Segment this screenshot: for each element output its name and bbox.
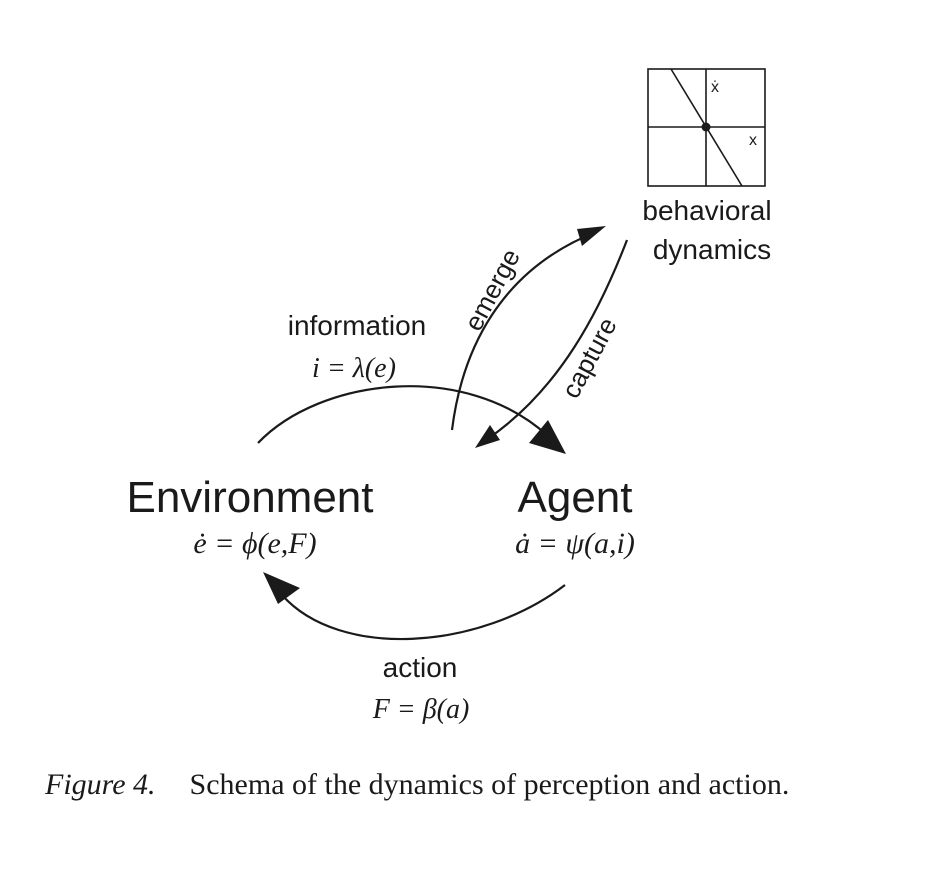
- figure-label: Figure 4.: [45, 768, 156, 801]
- fixed-point-dot: [701, 122, 711, 132]
- information-label: information: [288, 310, 427, 341]
- information-arrowhead: [529, 420, 566, 454]
- action-arrowhead: [263, 572, 300, 604]
- emerge-label: emerge: [458, 244, 526, 336]
- agent-label: Agent: [518, 473, 633, 522]
- phase-plot: ẋ x: [647, 68, 766, 187]
- agent-equation: ȧ = ψ(a,i): [515, 527, 635, 560]
- action-arrow: [281, 584, 566, 641]
- phase-plot-x-label: x: [749, 132, 757, 149]
- information-arrow: [257, 385, 549, 444]
- environment-label: Environment: [126, 473, 373, 522]
- figure-caption: Figure 4. Schema of the dynamics of perce…: [45, 768, 905, 808]
- capture-arrow: [485, 239, 629, 441]
- emerge-arrow: [450, 230, 597, 431]
- capture-arrowhead: [475, 425, 500, 448]
- action-equation: F = β(a): [372, 694, 470, 725]
- information-equation: i = λ(e): [312, 353, 396, 384]
- behavioral-dynamics-label-line1: behavioral: [642, 195, 771, 226]
- capture-label: capture: [555, 312, 622, 403]
- action-label: action: [383, 652, 458, 683]
- emerge-arrowhead: [577, 226, 606, 246]
- behavioral-dynamics-label-line2: dynamics: [653, 234, 771, 265]
- environment-equation: ė = ϕ(e,F): [193, 527, 316, 560]
- phase-plot-y-label: ẋ: [711, 79, 719, 96]
- caption-text: Schema of the dynamics of perception and…: [189, 768, 790, 801]
